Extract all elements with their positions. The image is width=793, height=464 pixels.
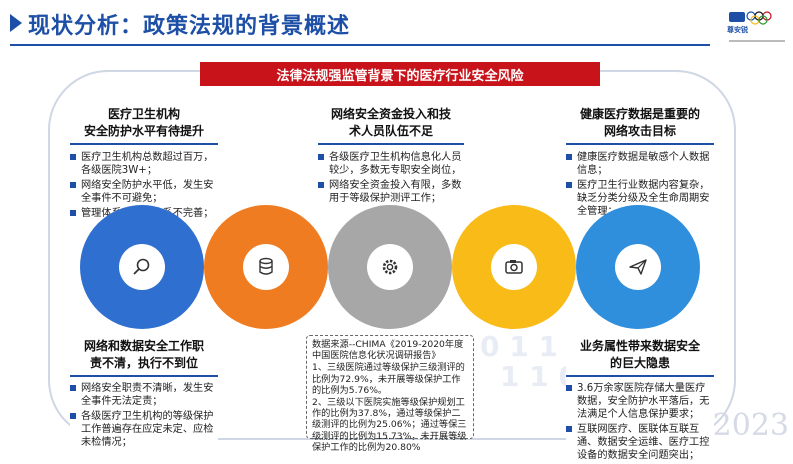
camera-icon <box>491 244 537 290</box>
database-icon-glyph <box>259 257 273 275</box>
card-title-line: 健康医疗数据是重要的 <box>579 107 700 121</box>
gear-icon-glyph <box>382 259 398 275</box>
card-institution-protection: 医疗卫生机构 安全防护水平有待提升 医疗卫生机构总数超过百万，各级医院3W+； … <box>70 102 218 222</box>
paper-plane-icon-glyph <box>629 259 647 275</box>
background-decoration: 0 1 1 <box>480 330 558 363</box>
card-business-data-risk: 业务属性带来数据安全 的巨大隐患 3.6万余家医院存储大量医疗数据，安全防护水平… <box>566 334 714 464</box>
bullet-item: 各级医疗卫生机构信息化人员较少，多数无专职安全岗位， <box>318 151 464 177</box>
card-title: 网络安全资金投入和技 术人员队伍不足 <box>318 102 464 145</box>
card-title-line: 术人员队伍不足 <box>348 124 433 138</box>
card-title-line: 网络攻击目标 <box>603 124 676 138</box>
gear-icon <box>367 244 413 290</box>
card-title: 业务属性带来数据安全 的巨大隐患 <box>566 334 714 377</box>
card-title-line: 网络和数据安全工作职 <box>83 339 204 353</box>
card-title-line: 责不清，执行不到位 <box>89 356 198 370</box>
search-icon <box>119 244 165 290</box>
card-title: 健康医疗数据是重要的 网络攻击目标 <box>566 102 714 145</box>
note-source: 数据来源--CHIMA《2019-2020年度中国医院信息化状况调研报告》 <box>312 339 464 362</box>
card-title-line: 业务属性带来数据安全 <box>579 339 700 353</box>
card-title-line: 安全防护水平有待提升 <box>83 124 204 138</box>
logo-mark-icon <box>729 11 785 42</box>
card-title: 网络和数据安全工作职 责不清，执行不到位 <box>70 334 218 377</box>
card-title-line: 网络安全资金投入和技 <box>330 107 451 121</box>
header-divider <box>10 44 710 46</box>
card-title: 医疗卫生机构 安全防护水平有待提升 <box>70 102 218 145</box>
card-title-line: 的巨大隐患 <box>609 356 670 370</box>
card-title-line: 医疗卫生机构 <box>107 107 180 121</box>
database-icon <box>243 244 289 290</box>
bullet-item: 医疗卫生行业数据内容复杂，缺乏分类分级及全生命周期安全管理； <box>566 179 714 218</box>
section-banner: 法律法规强监管背景下的医疗行业安全风险 <box>200 62 600 86</box>
search-icon-glyph <box>133 258 150 275</box>
page-title: 现状分析：政策法规的背景概述 <box>28 14 351 39</box>
bullet-item: 网络安全资金投入有限，多数用于等级保护测评工作； <box>318 179 464 205</box>
card-funding-staff: 网络安全资金投入和技 术人员队伍不足 各级医疗卫生机构信息化人员较少，多数无专职… <box>318 102 464 207</box>
card-health-data-target: 健康医疗数据是重要的 网络攻击目标 健康医疗数据是敏感个人数据信息； 医疗卫生行… <box>566 102 714 220</box>
card-responsibility-unclear: 网络和数据安全工作职 责不清，执行不到位 网络安全职责不清晰，发生安全事件无法定… <box>70 334 218 451</box>
paper-plane-icon <box>615 244 661 290</box>
data-source-note: 数据来源--CHIMA《2019-2020年度中国医院信息化状况调研报告》 1、… <box>306 335 474 453</box>
brand-logo: 尊安锐 <box>727 6 787 46</box>
logo-text: 尊安锐 <box>727 26 748 34</box>
bullet-item: 健康医疗数据是敏感个人数据信息； <box>566 151 714 177</box>
bullet-item: 医疗卫生机构总数超过百万，各级医院3W+； <box>70 151 218 177</box>
bullet-item: 各级医疗卫生机构的等级保护工作普遍存在应定未定、应检未检情况； <box>70 410 218 449</box>
title-arrow-icon <box>10 14 22 32</box>
camera-icon-glyph <box>505 260 523 274</box>
bullet-item: 网络安全防护水平低，发生安全事件不可避免； <box>70 179 218 205</box>
bullet-item: 3.6万余家医院存储大量医疗数据，安全防护水平落后，无法满足个人信息保护要求； <box>566 382 714 421</box>
note-item-1: 1、三级医院通过等级保护三级测评的比例为72.9%，未开展等级保护工作的比例为5… <box>312 362 465 396</box>
bullet-item: 网络安全职责不清晰，发生安全事件无法定责； <box>70 382 218 408</box>
note-item-2: 2、三级以下医院实施等级保护规划工作的比例为37.8%，通过等级保护二级测评的比… <box>312 397 467 453</box>
bullet-item: 互联网医疗、医联体互联互通、数据安全运维、医疗工控设备的数据安全问题突出； <box>566 423 714 462</box>
